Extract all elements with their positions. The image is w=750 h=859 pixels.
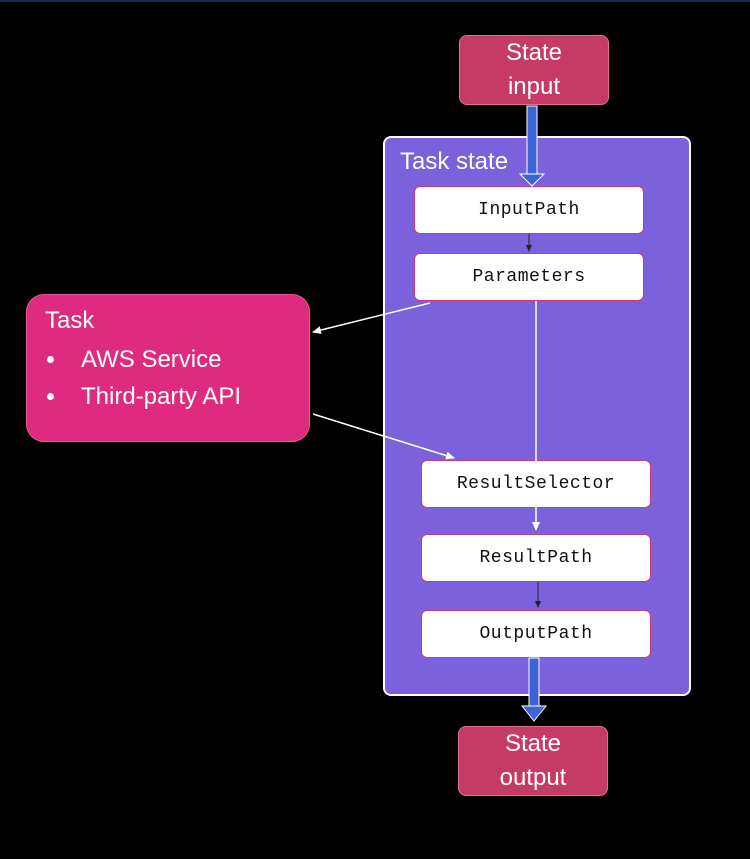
- parameters-to-task-arrow: [312, 302, 431, 334]
- state-input-box: State input: [459, 35, 609, 105]
- task-to-resultselector-arrow: [312, 413, 455, 460]
- step-outputpath: OutputPath: [421, 610, 651, 658]
- task-list-item-label: Third-party API: [81, 383, 242, 410]
- state-output-box: State output: [458, 726, 608, 796]
- output-flow-arrow: [520, 657, 548, 722]
- input-flow-arrow: [518, 105, 546, 187]
- task-list-item-aws-service: AWS Service: [27, 341, 241, 378]
- bullet-icon: [47, 393, 54, 400]
- state-input-label-line1: State: [505, 39, 563, 66]
- bullet-icon: [47, 356, 54, 363]
- task-state-title: Task state: [400, 148, 509, 175]
- task-title: Task: [45, 307, 95, 334]
- top-border-line: [0, 0, 750, 2]
- step-resultpath: ResultPath: [421, 534, 651, 582]
- state-output-label-line1: State: [504, 730, 562, 757]
- state-input-label-line2: input: [507, 73, 561, 100]
- task-list-item-label: AWS Service: [81, 346, 222, 373]
- task-list: AWS Service Third-party API: [27, 341, 241, 415]
- step-parameters: Parameters: [414, 253, 644, 301]
- step-inputpath: InputPath: [414, 186, 644, 234]
- task-box: Task AWS Service Third-party API: [26, 294, 310, 442]
- task-list-item-third-party-api: Third-party API: [27, 378, 241, 415]
- state-output-label-line2: output: [499, 764, 567, 791]
